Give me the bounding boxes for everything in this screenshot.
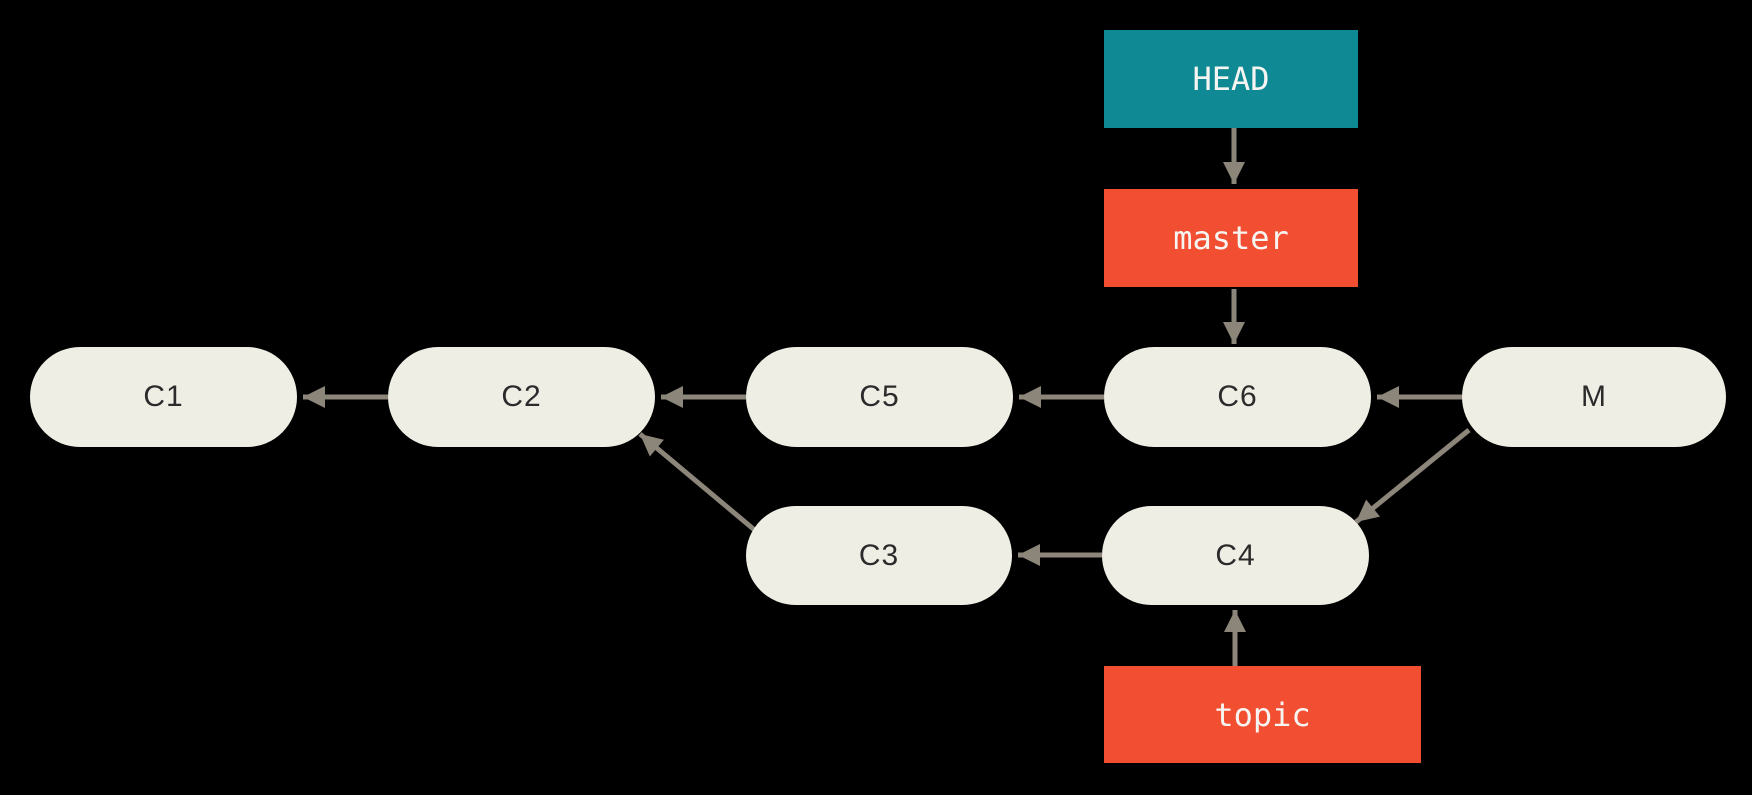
commit-node-c5: C5 [746, 347, 1013, 447]
master-branch-label-box: master [1104, 189, 1358, 287]
commit-node-c2: C2 [388, 347, 655, 447]
commit-node-c3: C3 [746, 506, 1012, 605]
commit-node-c4: C4 [1102, 506, 1369, 605]
head-label-box: HEAD [1104, 30, 1358, 128]
commit-node-m: M [1462, 347, 1726, 447]
edge-m-to-c4 [1354, 428, 1471, 524]
edge-c3-to-c2 [638, 432, 759, 534]
commit-node-c1: C1 [30, 347, 297, 447]
topic-branch-label-box: topic [1104, 666, 1421, 763]
commit-node-c6: C6 [1104, 347, 1371, 447]
